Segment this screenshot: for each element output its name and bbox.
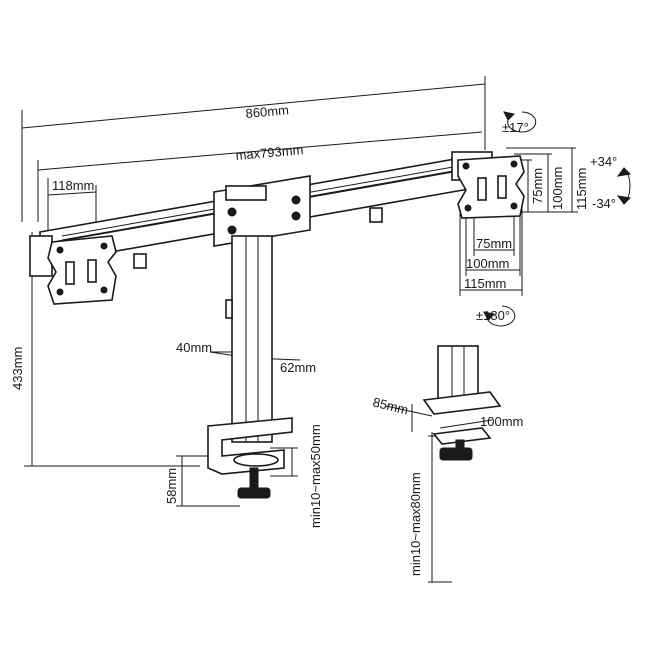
vesa-100-vertical-label: 100mm: [550, 167, 565, 210]
pole: [225, 235, 273, 443]
rotation-arrows: [483, 111, 632, 327]
vesa-offset-label: 118mm: [52, 178, 94, 193]
grommet-mount: [422, 345, 502, 461]
c-clamp: [207, 417, 293, 499]
vesa-75-vertical-label: 75mm: [530, 168, 545, 204]
clamp-height-label: 58mm: [164, 468, 179, 504]
tilt-up-label: +34°: [590, 154, 617, 169]
pole-width-label: 62mm: [280, 360, 316, 375]
tilt-down-label: -34°: [592, 196, 616, 211]
grommet-range-label: min10~max80mm: [408, 472, 423, 576]
right-vesa-plate: [451, 151, 525, 219]
vesa-75-horizontal-label: 75mm: [476, 236, 512, 251]
clamp-range-label: min10~max50mm: [308, 424, 323, 528]
max-width-label: max793mm: [235, 142, 304, 163]
left-vesa-plate: [29, 235, 117, 305]
pole-depth-label: 40mm: [176, 340, 212, 355]
grommet-depth-label: 85mm: [371, 394, 410, 417]
total-width-label: 860mm: [245, 102, 290, 121]
vesa-115-horizontal-label: 115mm: [464, 276, 506, 291]
swivel-label: ±17°: [502, 120, 529, 135]
vesa-115-vertical-label: 115mm: [574, 168, 589, 210]
grommet-width-label: 100mm: [480, 414, 523, 429]
vesa-100-horizontal-label: 100mm: [466, 256, 509, 271]
dimension-labels: 860mm max793mm 118mm 433mm 40mm 62mm 58m…: [10, 102, 617, 576]
rotate-label: ±180°: [476, 308, 510, 323]
total-height-label: 433mm: [10, 347, 25, 390]
